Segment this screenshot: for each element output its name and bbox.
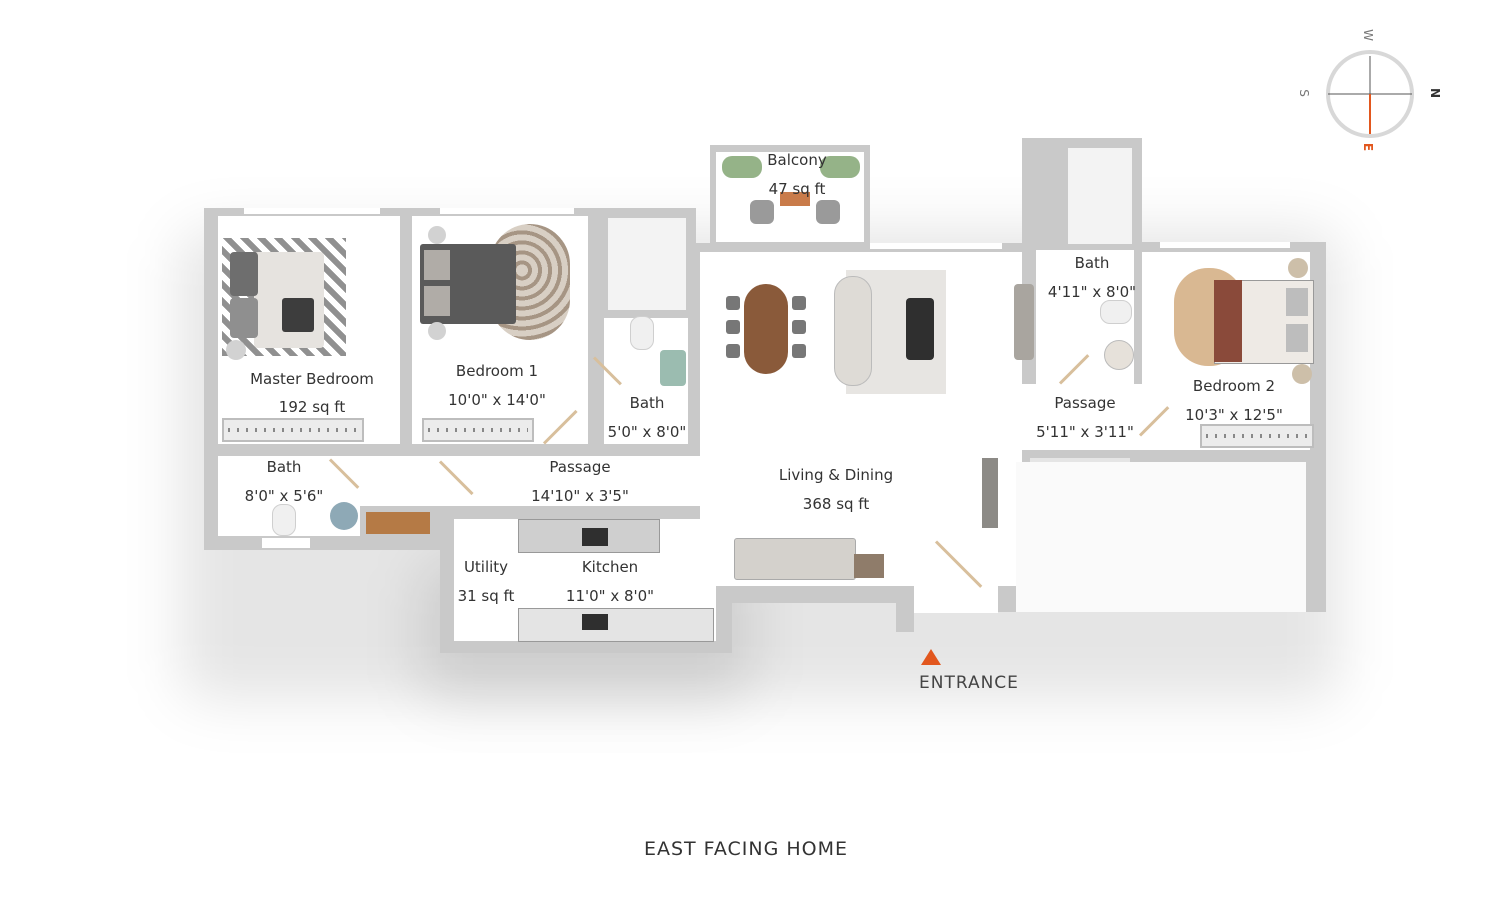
bedroom-1-name: Bedroom 1 xyxy=(455,362,539,380)
master-bath-name: Bath xyxy=(266,458,302,476)
kitchen-name: Kitchen xyxy=(581,558,639,576)
master-bath-size: 8'0" x 5'6" xyxy=(244,487,324,505)
passage-2-size: 5'11" x 3'11" xyxy=(1036,423,1134,441)
compass-east-label: E xyxy=(1361,142,1376,152)
passage-main-size: 14'10" x 3'5" xyxy=(531,487,629,505)
balcony-size: 47 sq ft xyxy=(768,180,826,198)
passage-2-name: Passage xyxy=(1054,394,1116,412)
bedroom1-bed xyxy=(420,224,570,340)
utility-size: 31 sq ft xyxy=(457,587,515,605)
bedroom-2-name: Bedroom 2 xyxy=(1192,377,1276,395)
sofa xyxy=(734,538,856,580)
bedroom2-bed xyxy=(1174,262,1314,372)
entrance-label: ENTRANCE xyxy=(919,673,1019,693)
entrance-arrow-icon xyxy=(921,649,941,665)
compass-south-label: S xyxy=(1296,89,1311,97)
compass-west-label: W xyxy=(1360,29,1375,41)
balcony-name: Balcony xyxy=(767,151,827,169)
bath-2-name: Bath xyxy=(1074,254,1110,272)
compass-north-label: N xyxy=(1428,87,1443,99)
bath-1-name: Bath xyxy=(629,394,665,412)
passage-main-name: Passage xyxy=(549,458,611,476)
bedroom-2-size: 10'3" x 12'5" xyxy=(1185,406,1283,424)
bedroom-1-size: 10'0" x 14'0" xyxy=(448,391,546,409)
master-bedroom-name: Master Bedroom xyxy=(250,370,374,388)
master-bed xyxy=(222,238,346,356)
master-bedroom-size: 192 sq ft xyxy=(278,398,346,416)
compass: W S N E xyxy=(1296,28,1446,158)
bath-2-size: 4'11" x 8'0" xyxy=(1047,283,1137,301)
bath-1-size: 5'0" x 8'0" xyxy=(607,423,687,441)
living-dining-size: 368 sq ft xyxy=(802,495,870,513)
kitchen-size: 11'0" x 8'0" xyxy=(565,587,655,605)
dining-table xyxy=(744,284,788,374)
compass-rose-icon xyxy=(1326,50,1414,138)
utility-name: Utility xyxy=(463,558,509,576)
caption: EAST FACING HOME xyxy=(643,838,849,860)
living-dining-name: Living & Dining xyxy=(778,466,894,484)
